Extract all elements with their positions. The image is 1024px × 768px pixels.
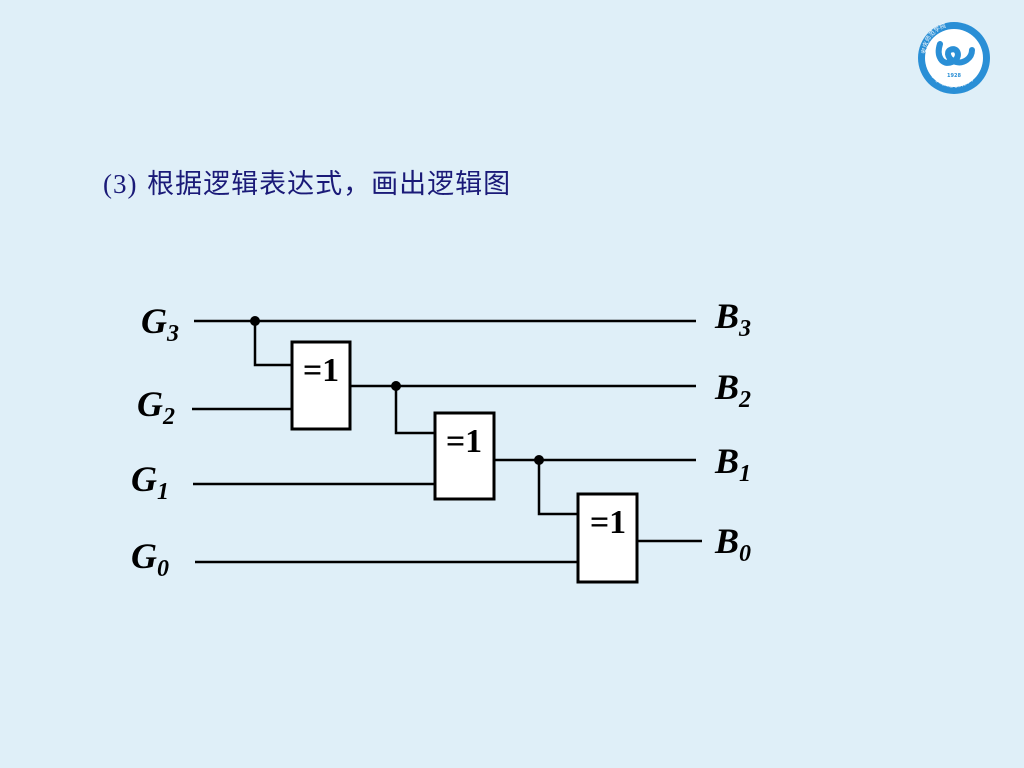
logo-emblem-icon xyxy=(935,41,975,66)
output-label-b3: B3 xyxy=(714,296,751,342)
input-label-g3: G3 xyxy=(141,301,179,347)
output-label-b1: B1 xyxy=(714,441,751,487)
heading-text: 根据逻辑表达式，画出逻辑图 xyxy=(147,169,512,200)
heading-number: (3) xyxy=(103,169,138,199)
gate-label: =1 xyxy=(446,423,482,460)
input-label-g1: G1 xyxy=(131,459,169,505)
junction-dot xyxy=(534,455,544,465)
xor-gate-1: =1 xyxy=(290,340,352,431)
input-label-g2: G2 xyxy=(137,384,175,430)
xor-gate-2: =1 xyxy=(433,411,496,501)
junction-dot xyxy=(250,316,260,326)
university-logo: 安庆师范学院 1928 Anqing Normal University xyxy=(918,21,990,94)
wire-gate2-gate3 xyxy=(537,460,579,516)
wire-gate1-gate2 xyxy=(394,386,436,435)
xor-gate-3: =1 xyxy=(576,492,639,584)
wires xyxy=(192,319,702,564)
output-label-b0: B0 xyxy=(714,521,751,567)
gate-label: =1 xyxy=(303,352,339,389)
slide-heading: (3) 根据逻辑表达式，画出逻辑图 xyxy=(103,162,511,201)
input-label-g0: G0 xyxy=(131,536,169,582)
logo-year: 1928 xyxy=(947,73,961,79)
wire-g3-gate1 xyxy=(253,321,293,367)
gate-label: =1 xyxy=(590,504,626,541)
output-label-b2: B2 xyxy=(714,367,751,413)
junction-dot xyxy=(391,381,401,391)
